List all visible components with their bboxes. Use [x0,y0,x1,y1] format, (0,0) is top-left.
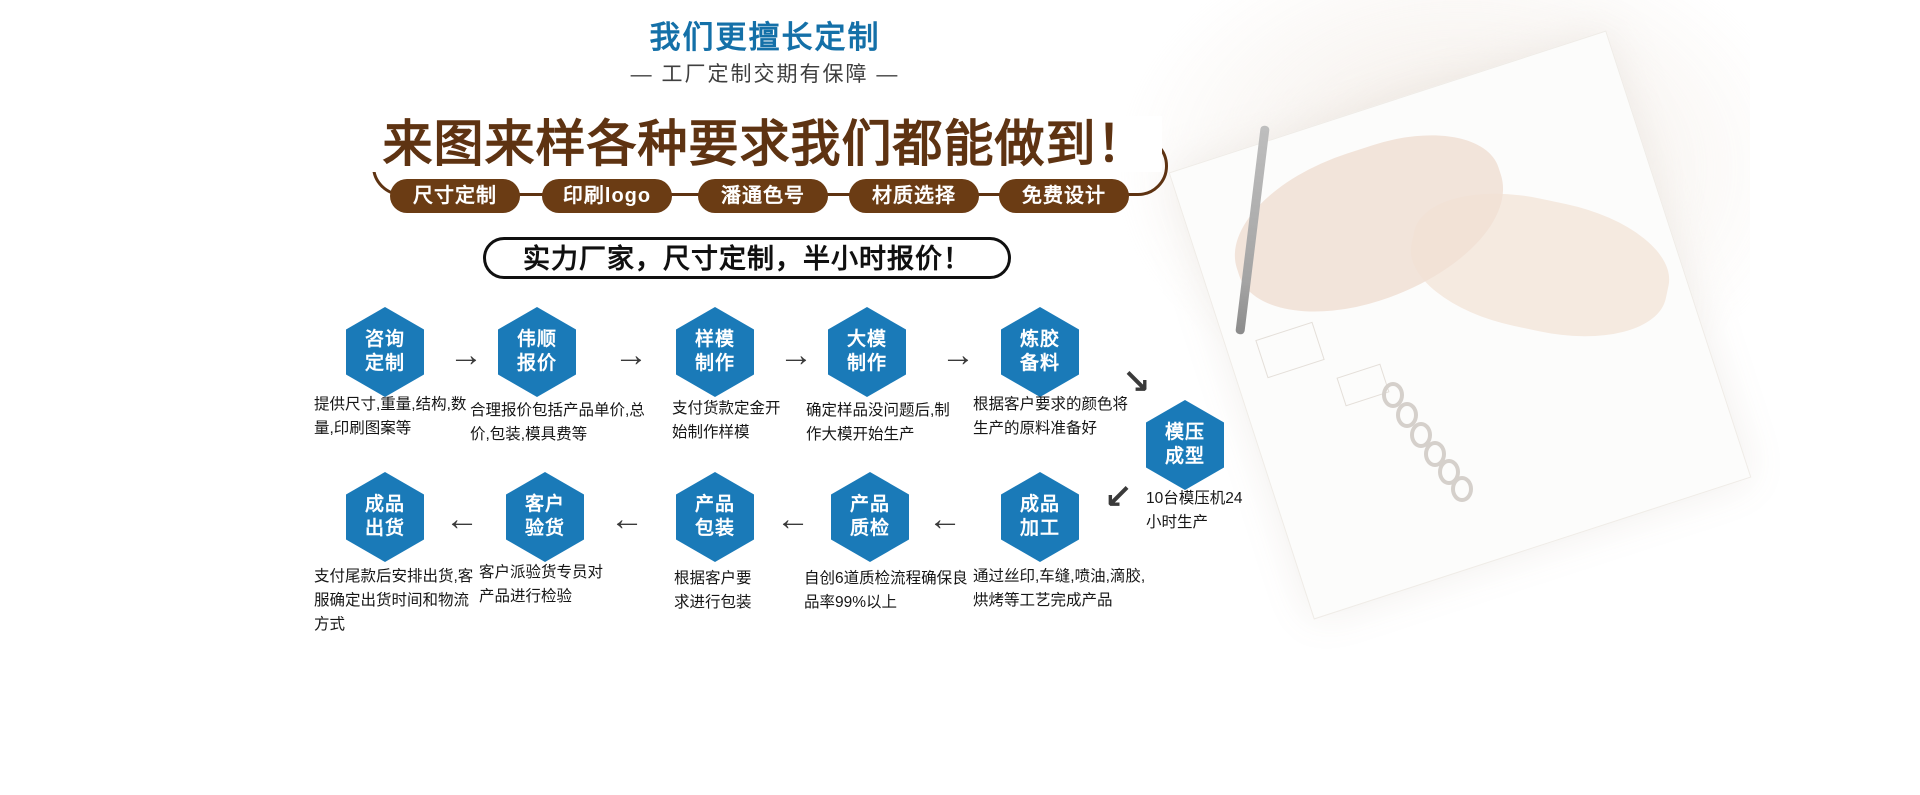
step-desc: 确定样品没问题后,制作大模开始生产 [806,402,950,443]
flow-step-shipping: 成品出货 [346,472,424,562]
step-desc: 根据客户要求进行包装 [674,570,752,611]
step-desc: 合理报价包括产品单价,总价,包装,模具费等 [470,402,645,443]
pill-free-design: 免费设计 [999,179,1129,213]
spiral-ring-icon [1451,476,1473,502]
arrow-right-icon: → [941,336,975,374]
flow-step-molding: 模压成型 [1146,400,1224,490]
sketch-box-icon [1336,363,1390,407]
pill-pantone-color: 潘通色号 [698,179,828,213]
step-desc: 自创6道质检流程确保良品率99%以上 [804,570,968,611]
section-subtitle: — 工厂定制交期有保障 — [630,63,900,86]
spiral-ring-icon [1396,402,1418,428]
pill-size-custom: 尺寸定制 [390,179,520,213]
arrow-left-icon: ← [928,500,962,538]
arrow-right-icon: → [614,336,648,374]
flow-step-consult: 咨询定制 [346,307,424,397]
arrow-left-icon: ← [610,500,644,538]
step-desc: 客户派验货专员对产品进行检验 [479,564,604,605]
arm [1399,174,1681,356]
flow-step-rubber-prep: 炼胶备料 [1001,307,1079,397]
headline: 来图来样各种要求我们都能做到！ [0,104,1530,176]
arrow-left-icon: ← [776,500,810,538]
spiral-ring-icon [1410,422,1432,448]
arrow-left-icon: ← [445,500,479,538]
arrow-right-icon: → [779,336,813,374]
section-title: 我们更擅长定制 [649,20,881,55]
arrow-down-left-icon: ↙ [1104,478,1133,516]
spiral-ring-icon [1438,459,1460,485]
pill-print-logo: 印刷logo [542,179,672,213]
flow-step-quote: 伟顺报价 [498,307,576,397]
pill-material-choice: 材质选择 [849,179,979,213]
step-desc: 提供尺寸,重量,结构,数量,印刷图案等 [314,396,467,437]
arrow-right-icon: → [449,336,483,374]
spiral-ring-icon [1382,382,1404,408]
step-desc: 10台模压机24小时生产 [1146,490,1243,531]
flow-step-packaging: 产品包装 [676,472,754,562]
sketch-box-icon [1255,321,1325,379]
step-desc: 支付尾款后安排出货,客服确定出货时间和物流方式 [314,568,474,633]
flow-step-sample-mold: 样模制作 [676,307,754,397]
step-desc: 根据客户要求的颜色将生产的原料准备好 [973,396,1129,437]
flow-step-finishing: 成品加工 [1001,472,1079,562]
quote-banner: 实力厂家，尺寸定制，半小时报价！ [483,237,1011,279]
step-desc: 支付货款定金开始制作样模 [672,400,781,441]
flow-step-qc: 产品质检 [831,472,909,562]
step-desc: 通过丝印,车缝,喷油,滴胶,烘烤等工艺完成产品 [973,568,1146,609]
flow-step-inspection: 客户验货 [506,472,584,562]
flow-step-big-mold: 大模制作 [828,307,906,397]
spiral-ring-icon [1424,441,1446,467]
